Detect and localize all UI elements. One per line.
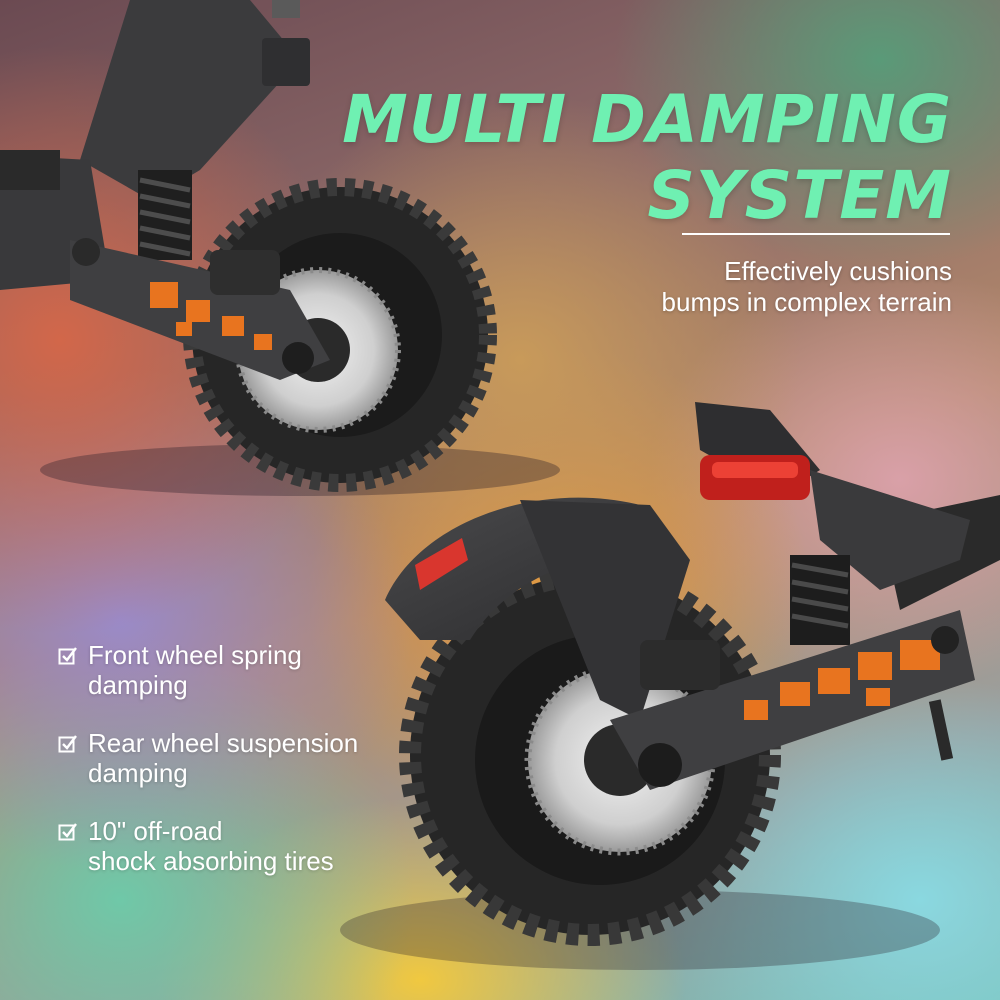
feature-label-line-1: Rear wheel suspension (88, 728, 359, 758)
headline-line-2: SYSTEM (647, 157, 952, 234)
front-wheel-assembly (0, 0, 560, 496)
feature-item-rear-suspension: Rear wheel suspension damping (58, 728, 388, 788)
feature-label-line-1: Front wheel spring (88, 640, 302, 670)
front-spring (138, 170, 192, 260)
feature-list: Front wheel spring damping Rear wheel su… (58, 640, 388, 904)
reflector (415, 538, 468, 590)
headline-line-1: MULTI DAMPING (342, 81, 952, 158)
rear-wheel-assembly (340, 402, 1000, 970)
feature-label-line-1: 10" off-road (88, 816, 223, 846)
front-swing-arm (70, 238, 330, 380)
rear-swing-arm (610, 610, 975, 790)
headline-divider (682, 233, 950, 235)
checkbox-check-icon (58, 823, 77, 841)
subtitle-line-2: bumps in complex terrain (661, 287, 952, 317)
subtitle: Effectively cushions bumps in complex te… (662, 256, 952, 318)
checkbox-check-icon (58, 647, 77, 665)
feature-label-line-2: damping (88, 758, 188, 788)
rear-spring (790, 555, 850, 645)
checkbox-check-icon (58, 735, 77, 753)
feature-item-front-spring: Front wheel spring damping (58, 640, 388, 700)
feature-item-offroad-tires: 10" off-road shock absorbing tires (58, 816, 388, 876)
feature-label-line-2: damping (88, 670, 188, 700)
feature-label-line-2: shock absorbing tires (88, 846, 334, 876)
subtitle-line-1: Effectively cushions (724, 256, 952, 286)
headline: MULTI DAMPING SYSTEM (342, 82, 952, 234)
